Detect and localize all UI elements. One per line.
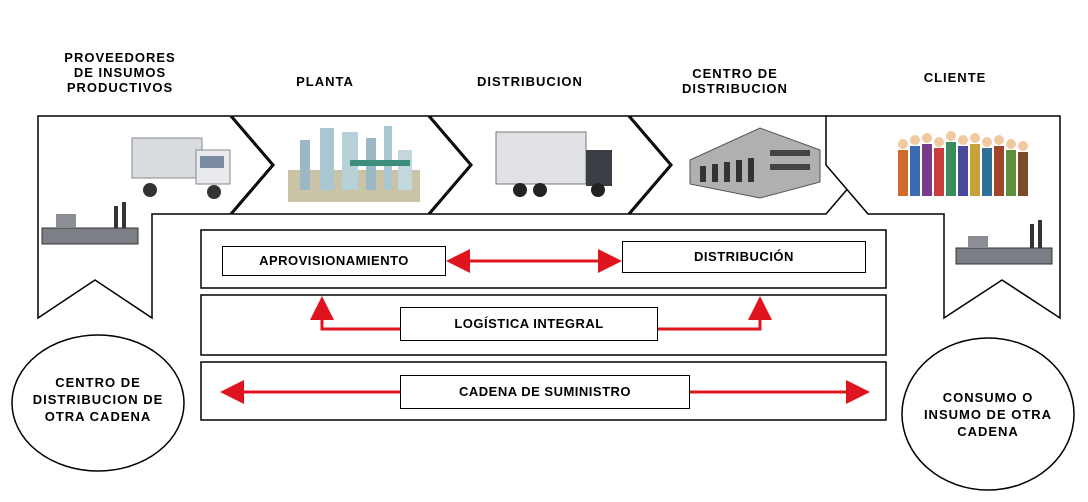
small-factory-icon xyxy=(41,202,139,245)
circle-right xyxy=(901,337,1075,491)
trailer-truck-icon xyxy=(495,131,612,197)
people-group-icon xyxy=(898,131,1028,196)
stage-label-planta: PLANTA xyxy=(296,74,354,89)
stage-label-proveedores: PROVEEDORES DE INSUMOS PRODUCTIVOS xyxy=(64,50,176,95)
circle-left xyxy=(11,334,185,472)
cadena-suministro-box: CADENA DE SUMINISTRO xyxy=(400,375,690,409)
circle-right-text: CONSUMO O INSUMO DE OTRA CADENA xyxy=(923,390,1053,439)
warehouse-building-icon xyxy=(689,127,821,199)
stage-label-cliente: CLIENTE xyxy=(923,70,987,85)
stage-label-centro: CENTRO DE DISTRIBUCION xyxy=(682,66,788,96)
circle-left-text: CENTRO DE DISTRIBUCION DE OTRA CADENA xyxy=(32,375,164,424)
arrow-logistica-left xyxy=(310,296,400,331)
logistica-integral-box: LOGÍSTICA INTEGRAL xyxy=(400,307,658,341)
factory-plant-icon xyxy=(288,126,420,202)
aprovisionamiento-box: APROVISIONAMIENTO xyxy=(222,246,446,276)
small-factory-icon xyxy=(955,220,1053,265)
distribucion-box: DISTRIBUCIÓN xyxy=(622,241,866,273)
arrow-logistica-right xyxy=(658,296,772,331)
stage-label-distribucion: DISTRIBUCION xyxy=(477,74,583,89)
truck-icon xyxy=(131,137,231,199)
